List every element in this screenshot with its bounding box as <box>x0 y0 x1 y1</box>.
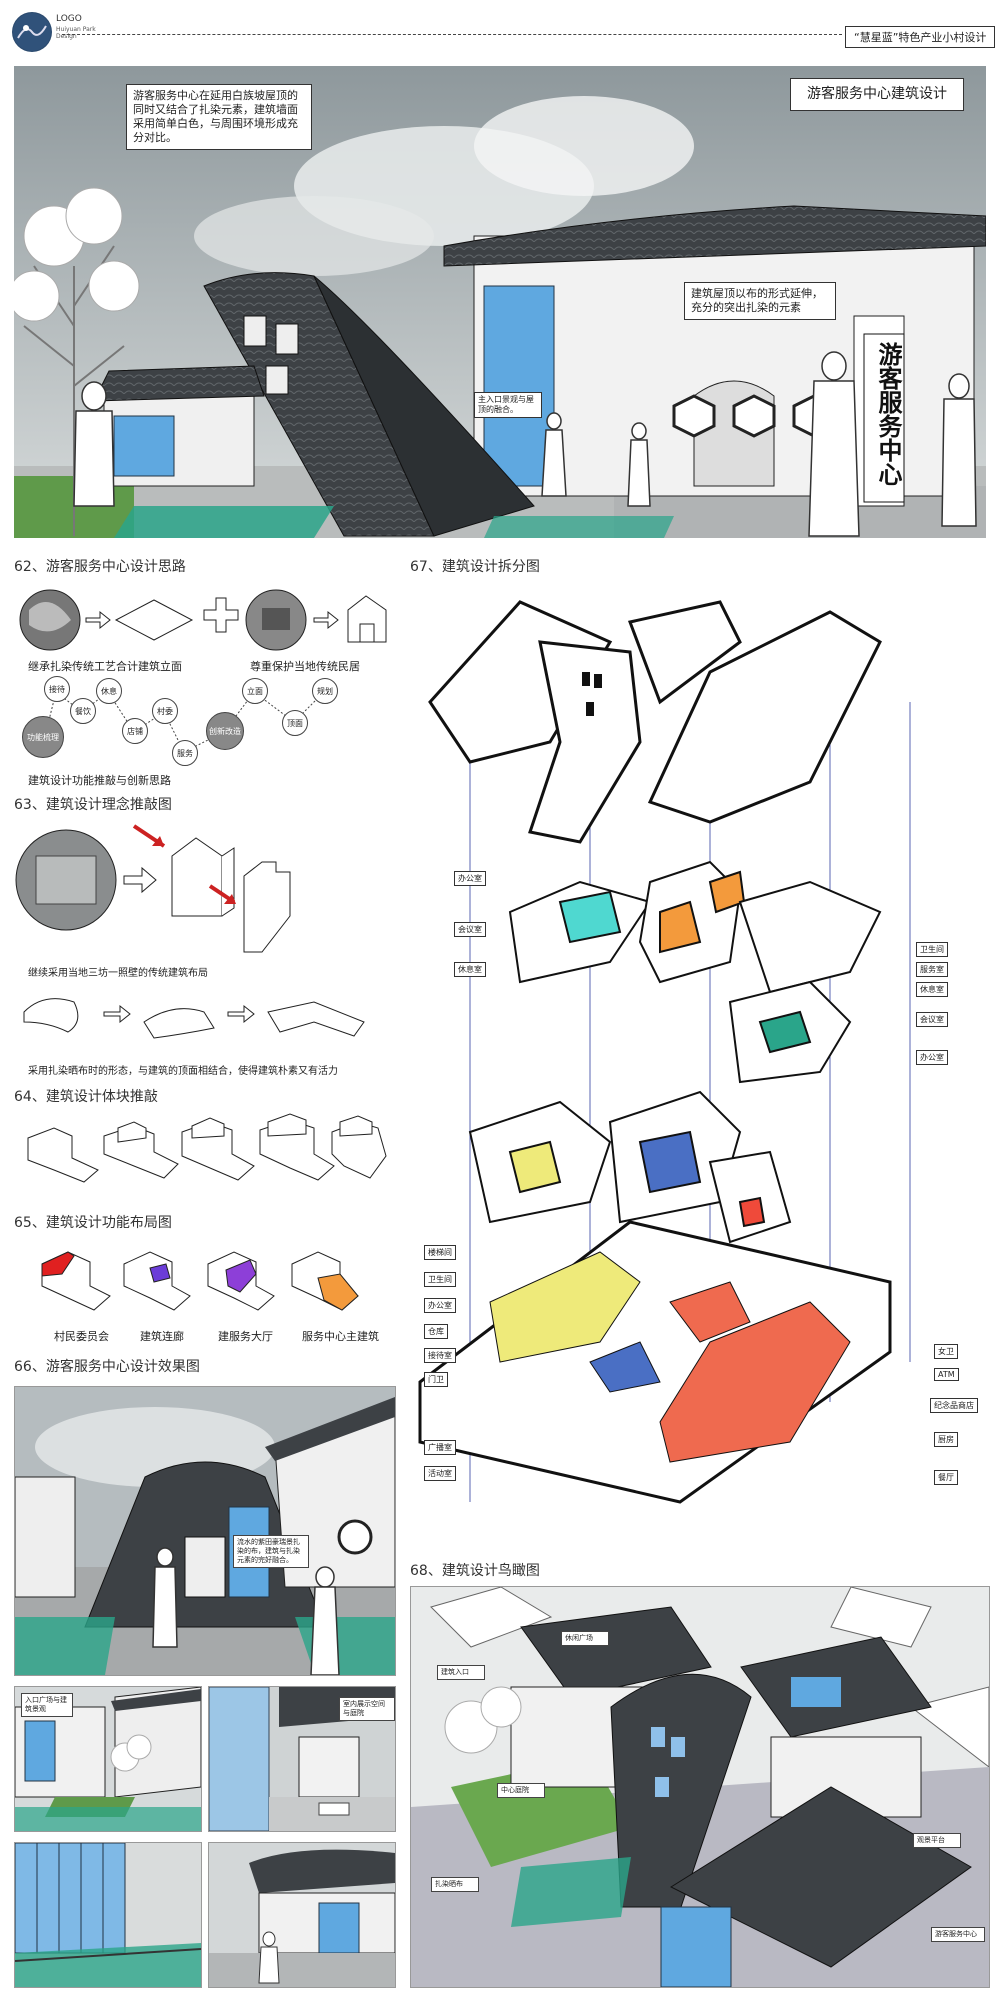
s62-bubble: 接待 <box>44 676 70 702</box>
s62-caption-right: 尊重保护当地传统民居 <box>250 660 360 673</box>
s68-note: 游客服务中心 <box>931 1927 985 1942</box>
hero-title-box: 游客服务中心建筑设计 <box>790 78 964 111</box>
s67-label: 休息室 <box>916 982 948 997</box>
s67-label: 休息室 <box>454 962 486 977</box>
hero-note-left: 游客服务中心在延用白族坡屋顶的同时又结合了扎染元素，建筑墙面采用简单白色，与周围… <box>126 84 312 150</box>
s65-label: 村民委员会 <box>54 1330 109 1343</box>
section-67-title: 67、建筑设计拆分图 <box>410 559 540 575</box>
s67-label: 广播室 <box>424 1440 456 1455</box>
section-68-title: 68、建筑设计鸟瞰图 <box>410 1563 540 1579</box>
s64-massing-study <box>14 1108 394 1204</box>
s62-caption-left: 继承扎染传统工艺合计建筑立面 <box>28 660 182 673</box>
s67-label: 卫生间 <box>424 1272 456 1287</box>
s68-aerial-illustration <box>411 1587 989 1987</box>
s66-render-small-3-illustration <box>15 1843 201 1987</box>
s67-label: 门卫 <box>424 1372 448 1387</box>
s66-render-small-3 <box>14 1842 202 1988</box>
s65-function-blocks <box>41 1251 359 1311</box>
s66-note-small-1: 入口广场与建筑景观 <box>21 1693 73 1717</box>
s62-bubble: 服务 <box>172 740 198 766</box>
s67-label: 办公室 <box>454 871 486 886</box>
s67-label: 餐厅 <box>934 1470 958 1485</box>
s67-label: 纪念品商店 <box>930 1398 978 1413</box>
s63-caption-top: 继续采用当地三坊一照壁的传统建筑布局 <box>28 968 208 979</box>
s62-bubble: 规划 <box>312 678 338 704</box>
hero-sign-text: 游客服务中心 <box>874 342 903 486</box>
s63-caption-bottom: 采用扎染晒布时的形态，与建筑的顶面相结合，使得建筑朴素又有活力 <box>28 1066 338 1077</box>
section-66-title: 66、游客服务中心设计效果图 <box>14 1359 200 1375</box>
s68-note: 中心庭院 <box>497 1783 545 1798</box>
s64-massing-blocks <box>27 1113 387 1183</box>
s67-exploded-axonometric: 办公室 会议室 休息室 楼梯间 卫生间 办公室 仓库 接待室 门卫 广播室 活动… <box>410 582 990 1522</box>
s65-label: 建筑连廊 <box>140 1330 184 1343</box>
s68-note: 扎染晒布 <box>431 1877 479 1892</box>
logo-emblem-icon <box>13 13 51 51</box>
s62-bubble: 休息 <box>96 678 122 704</box>
s67-label: 卫生间 <box>916 942 948 957</box>
s67-label: 厨房 <box>934 1432 958 1447</box>
s65-function-layout: 村民委员会 建筑连廊 建服务大厅 服务中心主建筑 <box>14 1234 394 1344</box>
s68-aerial-render: 建筑入口 休闲广场 中心庭院 观景平台 扎染晒布 游客服务中心 <box>410 1586 990 1988</box>
hero-note-entrance: 主入口景观与屋顶的融合。 <box>474 392 542 418</box>
s62-diagram: 继承扎染传统工艺合计建筑立面 尊重保护当地传统民居 功能梳理 接待 餐饮 休息 … <box>14 580 394 790</box>
s66-render-main: 流水的紫田豪瑞景扎染的布，建筑与扎染元素的完好融合。 <box>14 1386 396 1676</box>
logo-subtitle: Huiyuan Park Design <box>56 26 96 40</box>
s67-label: 会议室 <box>916 1012 948 1027</box>
s62-bubble: 功能梳理 <box>22 716 64 758</box>
project-title: “慧星蓝”特色产业小村设计 <box>845 26 996 48</box>
s65-label: 服务中心主建筑 <box>302 1330 379 1343</box>
s66-note-main: 流水的紫田豪瑞景扎染的布，建筑与扎染元素的完好融合。 <box>233 1535 309 1568</box>
s67-label: 楼梯间 <box>424 1245 456 1260</box>
header: LOGO Huiyuan Park Design “慧星蓝”特色产业小村设计 <box>0 0 1000 62</box>
s62-concept-flow <box>19 589 387 753</box>
s66-note-small-2: 室内展示空间与庭院 <box>339 1697 395 1721</box>
header-dashed-rule <box>62 34 842 35</box>
s68-note: 休闲广场 <box>561 1631 609 1646</box>
s67-label: 办公室 <box>424 1298 456 1313</box>
s62-caption-bottom: 建筑设计功能推敲与创新思路 <box>28 774 171 787</box>
hero-render: 游客服务中心在延用白族坡屋顶的同时又结合了扎染元素，建筑墙面采用简单白色，与周围… <box>14 66 986 538</box>
section-65-title: 65、建筑设计功能布局图 <box>14 1215 172 1231</box>
s67-label: 仓库 <box>424 1324 448 1339</box>
s68-note: 建筑入口 <box>437 1665 485 1680</box>
hero-illustration <box>14 66 986 538</box>
s67-label: 接待室 <box>424 1348 456 1363</box>
logo-label: LOGO <box>56 14 82 24</box>
s62-bubble: 村委 <box>152 698 178 724</box>
s63-diagram: 继续采用当地三坊一照壁的传统建筑布局 采用扎染晒布时的形态，与建筑的顶面相结合，… <box>14 816 394 1080</box>
s65-label: 建服务大厅 <box>218 1330 273 1343</box>
s67-label: 服务室 <box>916 962 948 977</box>
s67-label: 会议室 <box>454 922 486 937</box>
s62-bubble: 创新改造 <box>206 712 244 750</box>
s62-bubble: 立面 <box>242 678 268 704</box>
s66-render-small-4-illustration <box>209 1843 395 1987</box>
s62-bubble: 店铺 <box>122 718 148 744</box>
logo <box>12 12 52 52</box>
s67-exploded-drawing <box>418 600 911 1504</box>
s67-label: 女卫 <box>934 1344 958 1359</box>
s62-bubble: 餐饮 <box>70 698 96 724</box>
s68-note: 观景平台 <box>913 1833 961 1848</box>
section-63-title: 63、建筑设计理念推敲图 <box>14 797 172 813</box>
s67-label: 办公室 <box>916 1050 948 1065</box>
section-62-title: 62、游客服务中心设计思路 <box>14 559 186 575</box>
hero-note-right: 建筑屋顶以布的形式延伸，充分的突出扎染的元素 <box>684 282 836 320</box>
s66-render-small-1: 入口广场与建筑景观 <box>14 1686 202 1832</box>
s62-bubble: 顶面 <box>282 710 308 736</box>
s66-render-main-illustration <box>15 1387 395 1675</box>
s66-render-small-1-illustration <box>15 1687 201 1831</box>
s66-render-small-2: 室内展示空间与庭院 <box>208 1686 396 1832</box>
s67-label: 活动室 <box>424 1466 456 1481</box>
section-64-title: 64、建筑设计体块推敲 <box>14 1089 158 1105</box>
s67-label: ATM <box>934 1368 959 1381</box>
s63-concept-flow <box>15 824 365 1039</box>
s66-render-small-4 <box>208 1842 396 1988</box>
